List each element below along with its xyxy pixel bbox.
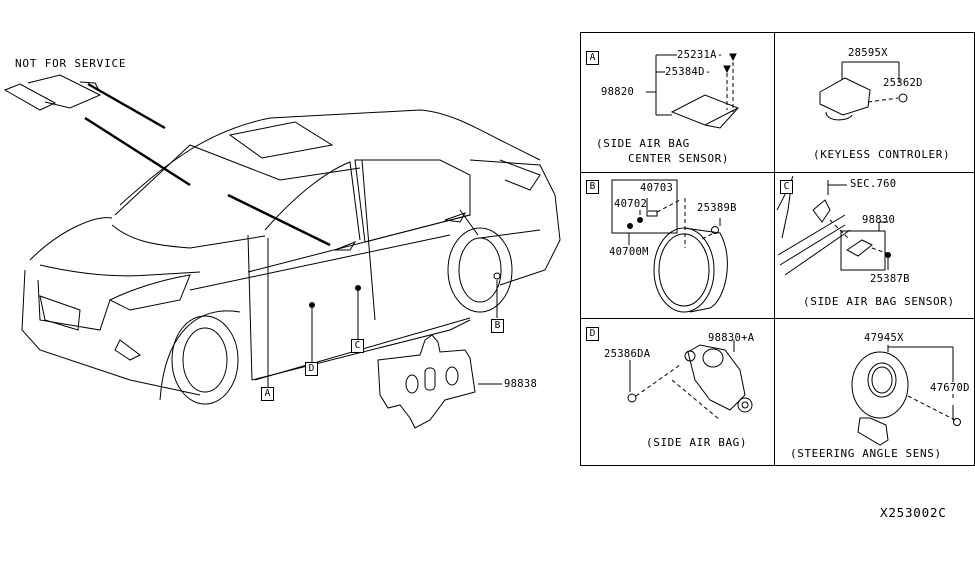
callout-d[interactable]: D <box>305 362 318 376</box>
bracket-98838 <box>377 334 502 429</box>
part-number-40702[interactable]: 40702 <box>614 198 648 210</box>
panel-keyless-caption: (KEYLESS CONTROLER) <box>813 148 951 161</box>
sunroof <box>228 121 334 159</box>
part-number-47945x[interactable]: 47945X <box>864 332 904 344</box>
panel-keyless-art <box>819 61 908 121</box>
car-outline <box>21 109 561 405</box>
part-number-98820[interactable]: 98820 <box>601 86 635 98</box>
part-number-28595x[interactable]: 28595X <box>848 47 888 59</box>
section-ref-sec760[interactable]: SEC.760 <box>850 178 897 190</box>
part-number-25389b[interactable]: 25389B <box>697 202 737 214</box>
panel-divider-vertical <box>774 32 775 466</box>
part-number-25362d[interactable]: 25362D <box>883 77 923 89</box>
panel-steering-caption: (STEERING ANGLE SENS) <box>790 447 942 460</box>
part-number-98830-a[interactable]: 98830+A <box>708 332 755 344</box>
not-for-service-parts <box>3 74 191 187</box>
panel-divider-row2 <box>580 318 975 319</box>
panel-b-art <box>611 179 728 313</box>
panel-d-caption: (SIDE AIR BAG) <box>646 436 748 449</box>
panel-a-art <box>646 53 740 129</box>
panel-c-art <box>776 175 891 276</box>
callout-c[interactable]: C <box>351 339 364 353</box>
part-number-40703[interactable]: 40703 <box>640 182 674 194</box>
part-number-98838[interactable]: 98838 <box>504 378 538 390</box>
panel-divider-row1 <box>580 172 975 173</box>
panel-a-caption-line2: CENTER SENSOR) <box>628 152 730 165</box>
part-number-25384d[interactable]: 25384D- <box>665 66 712 78</box>
part-number-25387b[interactable]: 25387B <box>870 273 910 285</box>
panel-d-art <box>627 340 753 421</box>
diagram-code: X253002C <box>880 505 947 520</box>
panel-steering-art <box>851 345 961 446</box>
part-number-25231a[interactable]: 25231A- <box>677 49 724 61</box>
callout-b[interactable]: B <box>491 319 504 333</box>
panel-a-callout: A <box>586 51 599 65</box>
part-number-40700m[interactable]: 40700M <box>609 246 649 258</box>
not-for-service-label: NOT FOR SERVICE <box>15 57 127 70</box>
part-number-47670d[interactable]: 47670D <box>930 382 970 394</box>
panel-c-callout: C <box>780 180 793 194</box>
part-number-25386da[interactable]: 25386DA <box>604 348 651 360</box>
panel-c-caption: (SIDE AIR BAG SENSOR) <box>803 295 955 308</box>
callout-a[interactable]: A <box>261 387 274 401</box>
part-number-98830[interactable]: 98830 <box>862 214 896 226</box>
panel-b-callout: B <box>586 180 599 194</box>
panel-d-callout: D <box>586 327 599 341</box>
panel-a-caption-line1: (SIDE AIR BAG <box>596 137 690 150</box>
